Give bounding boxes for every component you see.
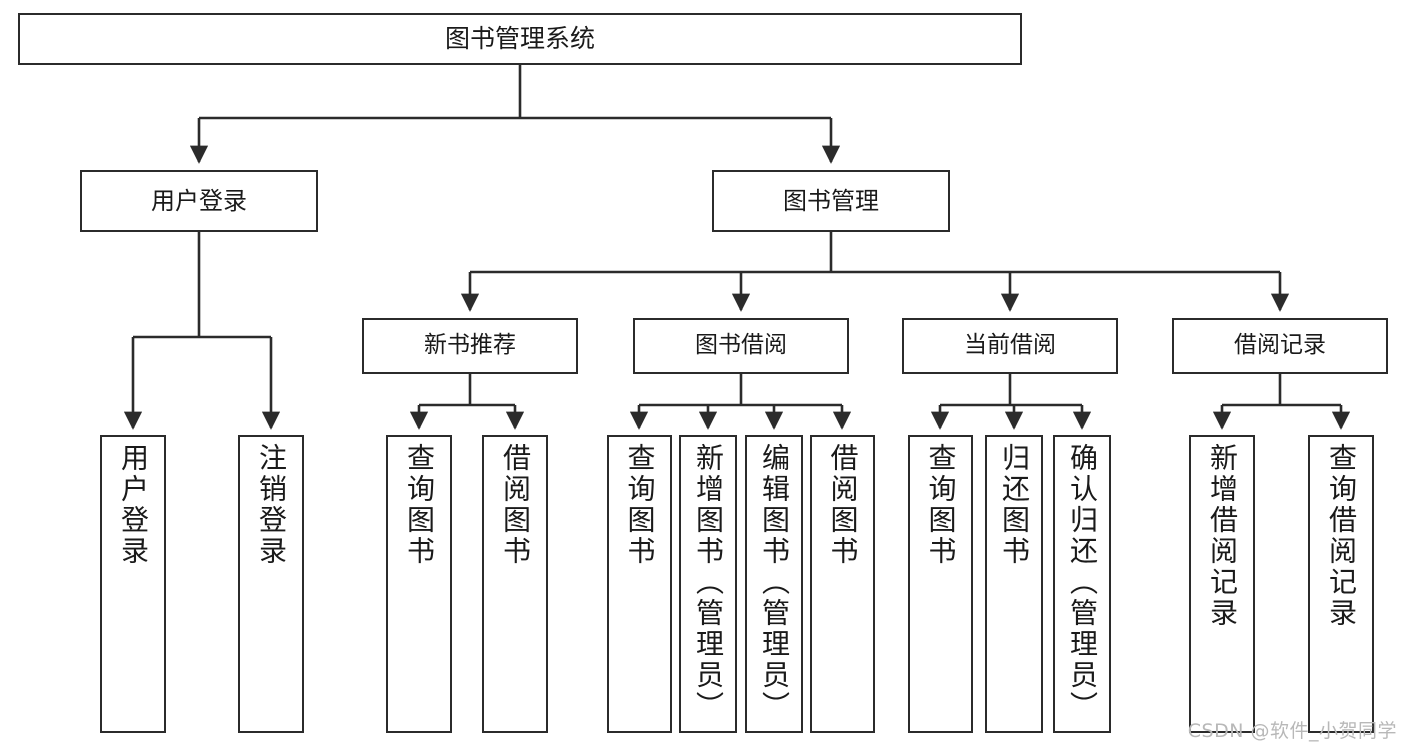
leaf-edit-book-admin[interactable]: 编辑图书（管理员） [745,435,803,733]
leaf-logout[interactable]: 注销登录 [238,435,304,733]
leaf-query-borrow-record-label: 查询借阅记录 [1325,443,1358,629]
csdn-watermark: CSDN @软件_小贺同学 [1187,720,1397,742]
leaf-edit-book-admin-label: 编辑图书（管理员） [758,443,791,722]
leaf-query-books-current[interactable]: 查询图书 [908,435,973,733]
leaf-query-books-borrow-label: 查询图书 [623,443,657,567]
leaf-user-login-label: 用户登录 [117,443,150,567]
leaf-query-books-borrow[interactable]: 查询图书 [607,435,672,733]
node-borrow-records-label: 借阅记录 [1234,332,1326,359]
leaf-add-borrow-record-label: 新增借阅记录 [1206,443,1239,629]
node-root-label: 图书管理系统 [444,24,595,53]
leaf-borrow-books-recommend[interactable]: 借阅图书 [482,435,548,733]
leaf-add-borrow-record[interactable]: 新增借阅记录 [1189,435,1255,733]
node-book-borrow[interactable]: 图书借阅 [633,318,849,374]
leaf-user-login[interactable]: 用户登录 [100,435,166,733]
leaf-query-books-current-label: 查询图书 [924,443,958,567]
node-root[interactable]: 图书管理系统 [18,13,1022,65]
node-current-borrow-label: 当前借阅 [964,332,1056,359]
node-user-login-label: 用户登录 [151,186,247,215]
leaf-return-books[interactable]: 归还图书 [985,435,1043,733]
leaf-confirm-return-admin-label: 确认归还（管理员） [1066,443,1099,722]
node-book-borrow-label: 图书借阅 [695,332,787,359]
leaf-borrow-books-borrow-label: 借阅图书 [826,443,860,567]
leaf-logout-label: 注销登录 [255,443,288,567]
node-new-book-recommend-label: 新书推荐 [424,332,516,359]
node-book-management-label: 图书管理 [783,186,879,215]
node-book-management[interactable]: 图书管理 [712,170,950,232]
leaf-query-borrow-record[interactable]: 查询借阅记录 [1308,435,1374,733]
leaf-borrow-books-recommend-label: 借阅图书 [499,443,532,567]
leaf-borrow-books-borrow[interactable]: 借阅图书 [810,435,875,733]
node-borrow-records[interactable]: 借阅记录 [1172,318,1388,374]
leaf-confirm-return-admin[interactable]: 确认归还（管理员） [1053,435,1111,733]
node-user-login[interactable]: 用户登录 [80,170,318,232]
node-current-borrow[interactable]: 当前借阅 [902,318,1118,374]
leaf-query-books-recommend-label: 查询图书 [403,443,436,567]
node-new-book-recommend[interactable]: 新书推荐 [362,318,578,374]
leaf-add-book-admin-label: 新增图书（管理员） [692,443,725,722]
leaf-query-books-recommend[interactable]: 查询图书 [386,435,452,733]
leaf-add-book-admin[interactable]: 新增图书（管理员） [679,435,737,733]
leaf-return-books-label: 归还图书 [998,443,1031,567]
